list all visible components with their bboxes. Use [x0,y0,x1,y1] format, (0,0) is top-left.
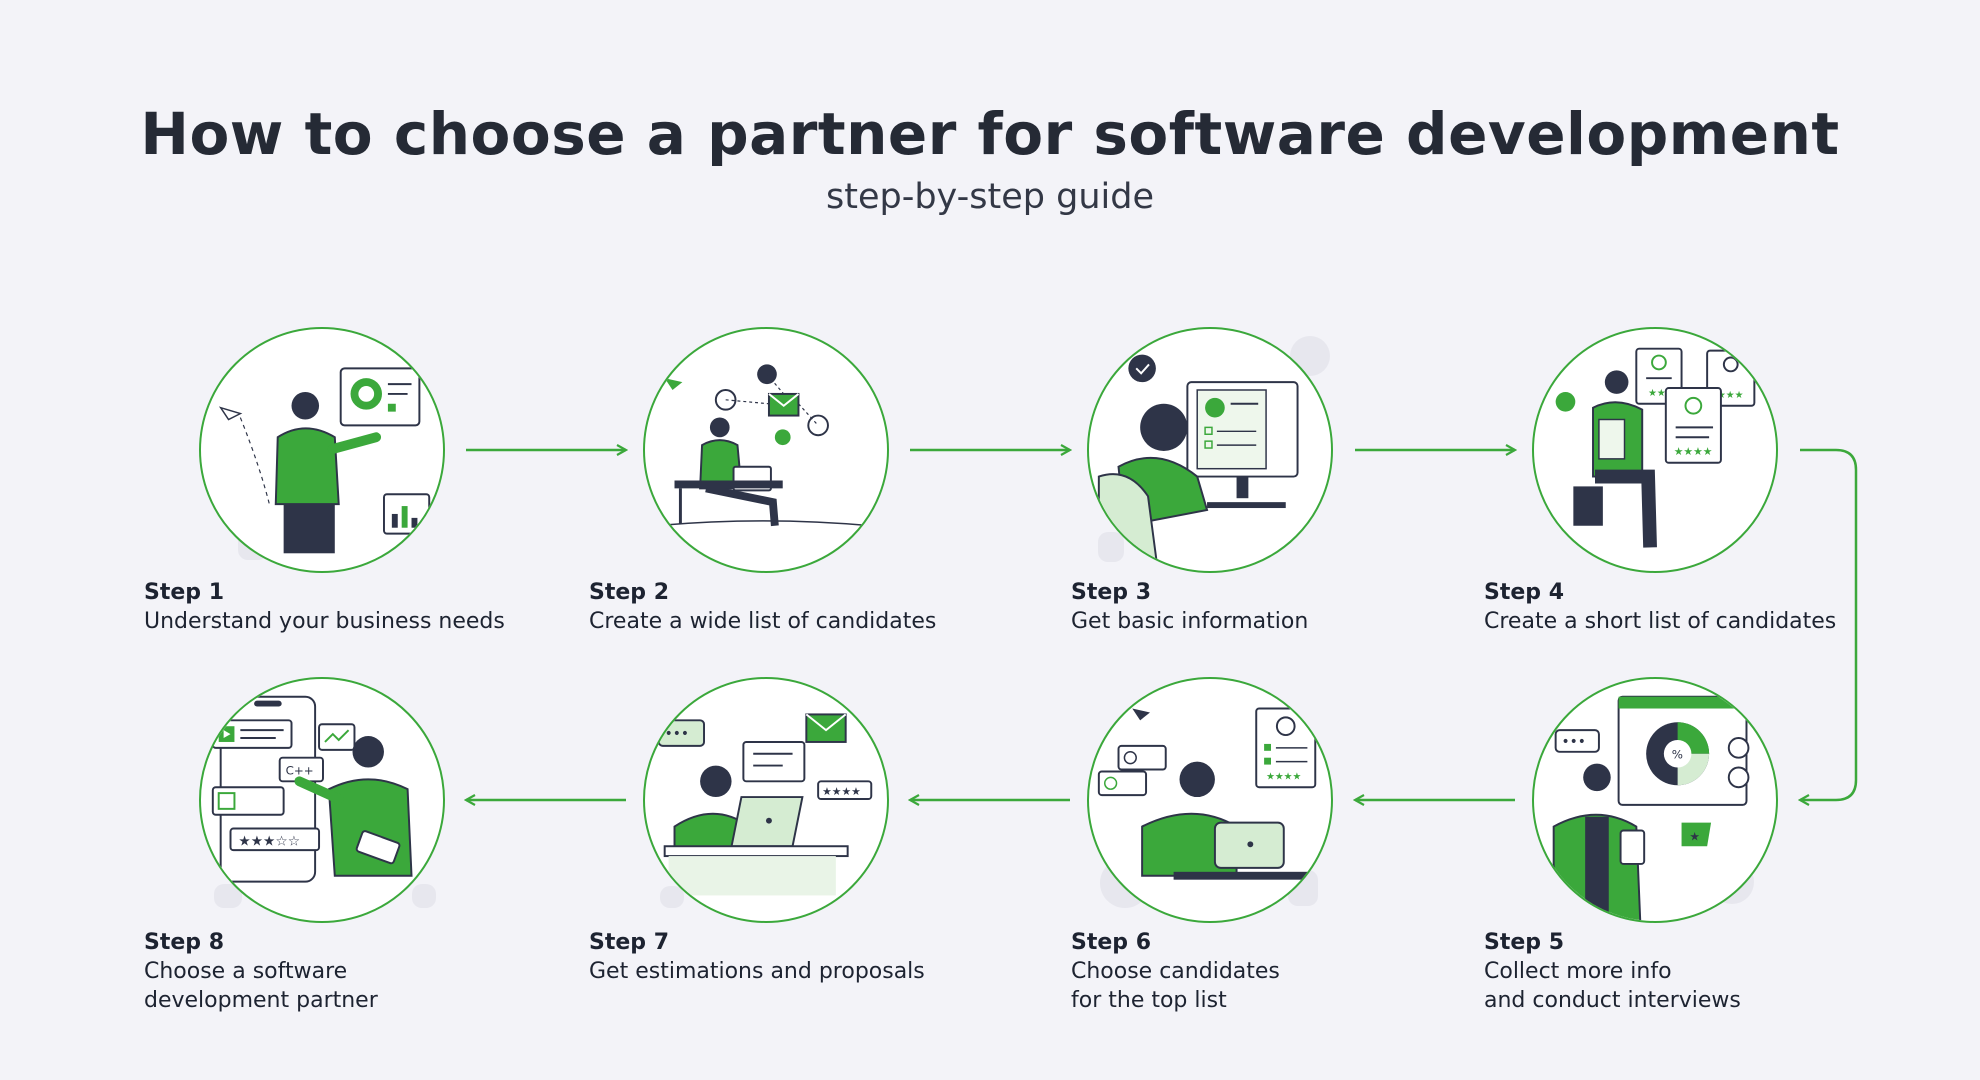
svg-text:★★★☆☆: ★★★☆☆ [238,833,300,849]
svg-text:★: ★ [1689,829,1700,843]
decor-square [660,886,684,908]
svg-text:★★★★: ★★★★ [1674,445,1713,458]
svg-text:%: % [1672,748,1683,762]
step-7-illustration: ••• ★★★★ [643,677,889,923]
page-subtitle: step-by-step guide [826,177,1154,217]
step-3-illustration [1087,327,1333,573]
person-at-monitor-icon [1097,354,1299,571]
step-4-caption: Step 4 Create a short list of candidates [1484,578,1836,636]
step-1-label: Step 1 [144,580,224,605]
step-5-illustration: % ••• ★ [1532,677,1778,923]
person-receiving-messages-icon: ••• ★★★★ [657,713,873,896]
step-6-illustration: ★★★★ [1087,677,1333,923]
step-2-illustration [643,327,889,573]
page-title: How to choose a partner for software dev… [140,100,1840,168]
step-8-illustration: C++ ★★★☆☆ [199,677,445,923]
step-3-caption: Step 3 Get basic information [1071,578,1308,636]
step-2-label: Step 2 [589,580,669,605]
person-presenting-chart-icon [218,367,431,554]
person-with-laptop-network-icon [654,364,872,527]
decor-square [1098,532,1124,562]
person-reviewing-candidates-icon: ★★★★ [1097,707,1317,880]
step-5-description: Collect more info and conduct interviews [1484,959,1741,1013]
step-7-description: Get estimations and proposals [589,959,925,984]
step-6-caption: Step 6 Choose candidates for the top lis… [1071,928,1280,1015]
svg-text:C++: C++ [286,763,314,777]
step-2-caption: Step 2 Create a wide list of candidates [589,578,936,636]
step-5-caption: Step 5 Collect more info and conduct int… [1484,928,1741,1015]
step-7-caption: Step 7 Get estimations and proposals [589,928,925,986]
step-6-description: Choose candidates for the top list [1071,959,1280,1013]
person-with-code-screen-icon: C++ ★★★☆☆ [211,695,413,883]
step-4-label: Step 4 [1484,580,1564,605]
svg-text:★★★★: ★★★★ [822,785,861,798]
step-2-description: Create a wide list of candidates [589,609,937,634]
step-1-caption: Step 1 Understand your business needs [144,578,505,636]
decor-square [412,884,436,908]
step-5-label: Step 5 [1484,930,1564,955]
svg-text:★★: ★★ [1648,388,1666,399]
person-with-analytics-icon: % ••• ★ [1552,695,1750,921]
step-4-illustration: ★★ ★★★ ★★★★ [1532,327,1778,573]
step-4-description: Create a short list of candidates [1484,609,1837,634]
step-3-label: Step 3 [1071,580,1151,605]
step-8-label: Step 8 [144,930,224,955]
step-1-illustration [199,327,445,573]
svg-text:•••: ••• [1562,734,1586,750]
svg-text:•••: ••• [665,726,689,742]
step-1-description: Understand your business needs [144,609,505,634]
person-with-profile-cards-icon: ★★ ★★★ ★★★★ [1555,347,1756,548]
step-7-label: Step 7 [589,930,669,955]
svg-text:★★★: ★★★ [1717,390,1744,401]
svg-text:★★★★: ★★★★ [1266,771,1301,782]
step-3-description: Get basic information [1071,609,1309,634]
arrow-step4-step5 [1800,448,1858,800]
step-6-label: Step 6 [1071,930,1151,955]
step-8-caption: Step 8 Choose a software development par… [144,928,378,1015]
step-8-description: Choose a software development partner [144,959,378,1013]
